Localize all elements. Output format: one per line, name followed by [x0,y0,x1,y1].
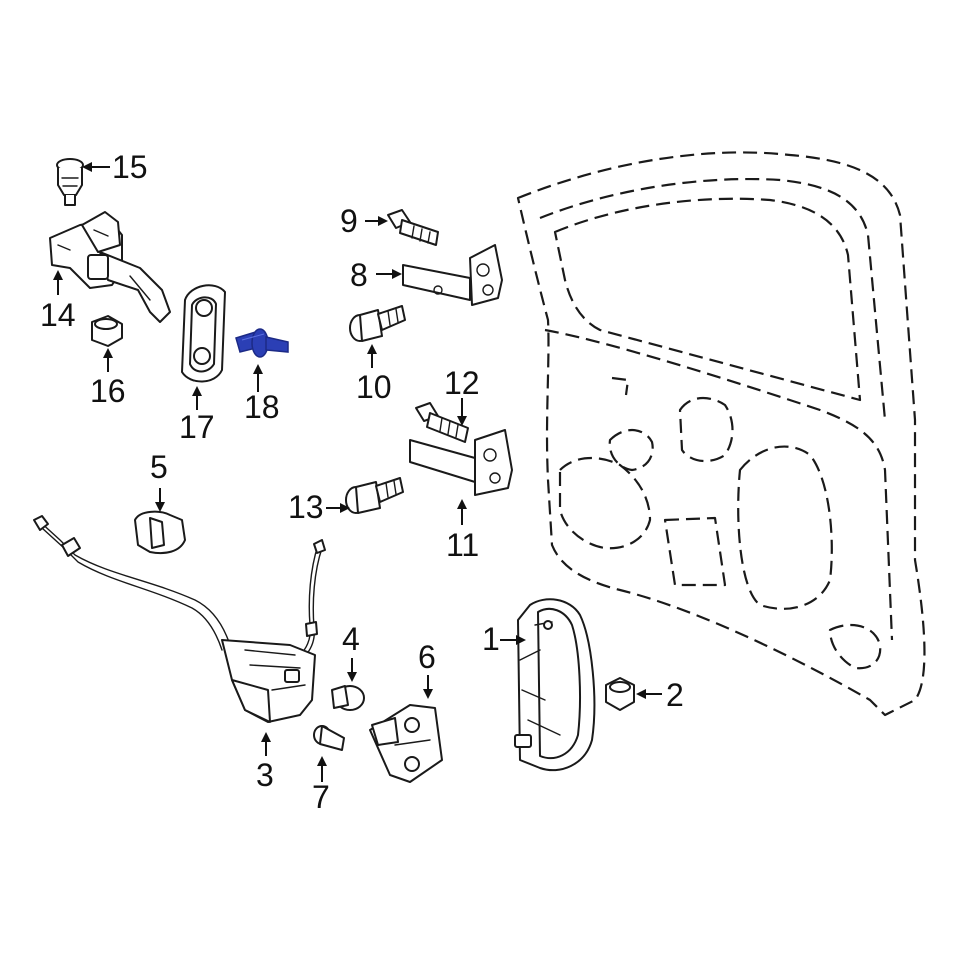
part-9-bolt [387,209,439,246]
callout-14: 14 [40,297,76,333]
part-18-pin-highlighted [235,328,289,358]
part-12-bolt [415,402,469,443]
callout-16: 16 [90,373,126,409]
callout-18: 18 [244,389,280,425]
part-16-nut [91,315,123,347]
callout-3: 3 [256,757,274,793]
callout-2: 2 [666,677,684,713]
callout-6: 6 [418,639,436,675]
callout-8: 8 [350,257,368,293]
callout-15: 15 [112,149,148,185]
callout-9: 9 [340,203,358,239]
callout-10: 10 [356,369,392,405]
part-11-hinge [409,429,513,496]
callout-4: 4 [342,621,360,657]
part-13-shoulder-bolt [345,477,404,514]
callout-7: 7 [312,779,330,815]
part-6-striker [369,704,443,783]
part-3-latch-cable [33,515,326,723]
part-10-shoulder-bolt [349,305,406,342]
callout-1: 1 [482,621,500,657]
callout-11: 11 [446,527,479,563]
callout-12: 12 [444,365,480,401]
part-7-bolt [313,725,345,751]
part-17-pad [181,284,226,383]
part-8-hinge [402,244,503,306]
door-frame-outline [516,151,926,717]
callout-17: 17 [179,409,215,445]
part-4-push-pin [331,685,365,711]
part-5-bumper [134,510,186,555]
callout-5: 5 [150,449,168,485]
part-14-door-check [49,211,171,323]
callout-arrows [53,162,662,782]
callout-13: 13 [288,489,324,525]
part-15-bolt [56,158,84,206]
part-1-handle-bracket [514,598,596,772]
part-2-nut [605,677,635,711]
